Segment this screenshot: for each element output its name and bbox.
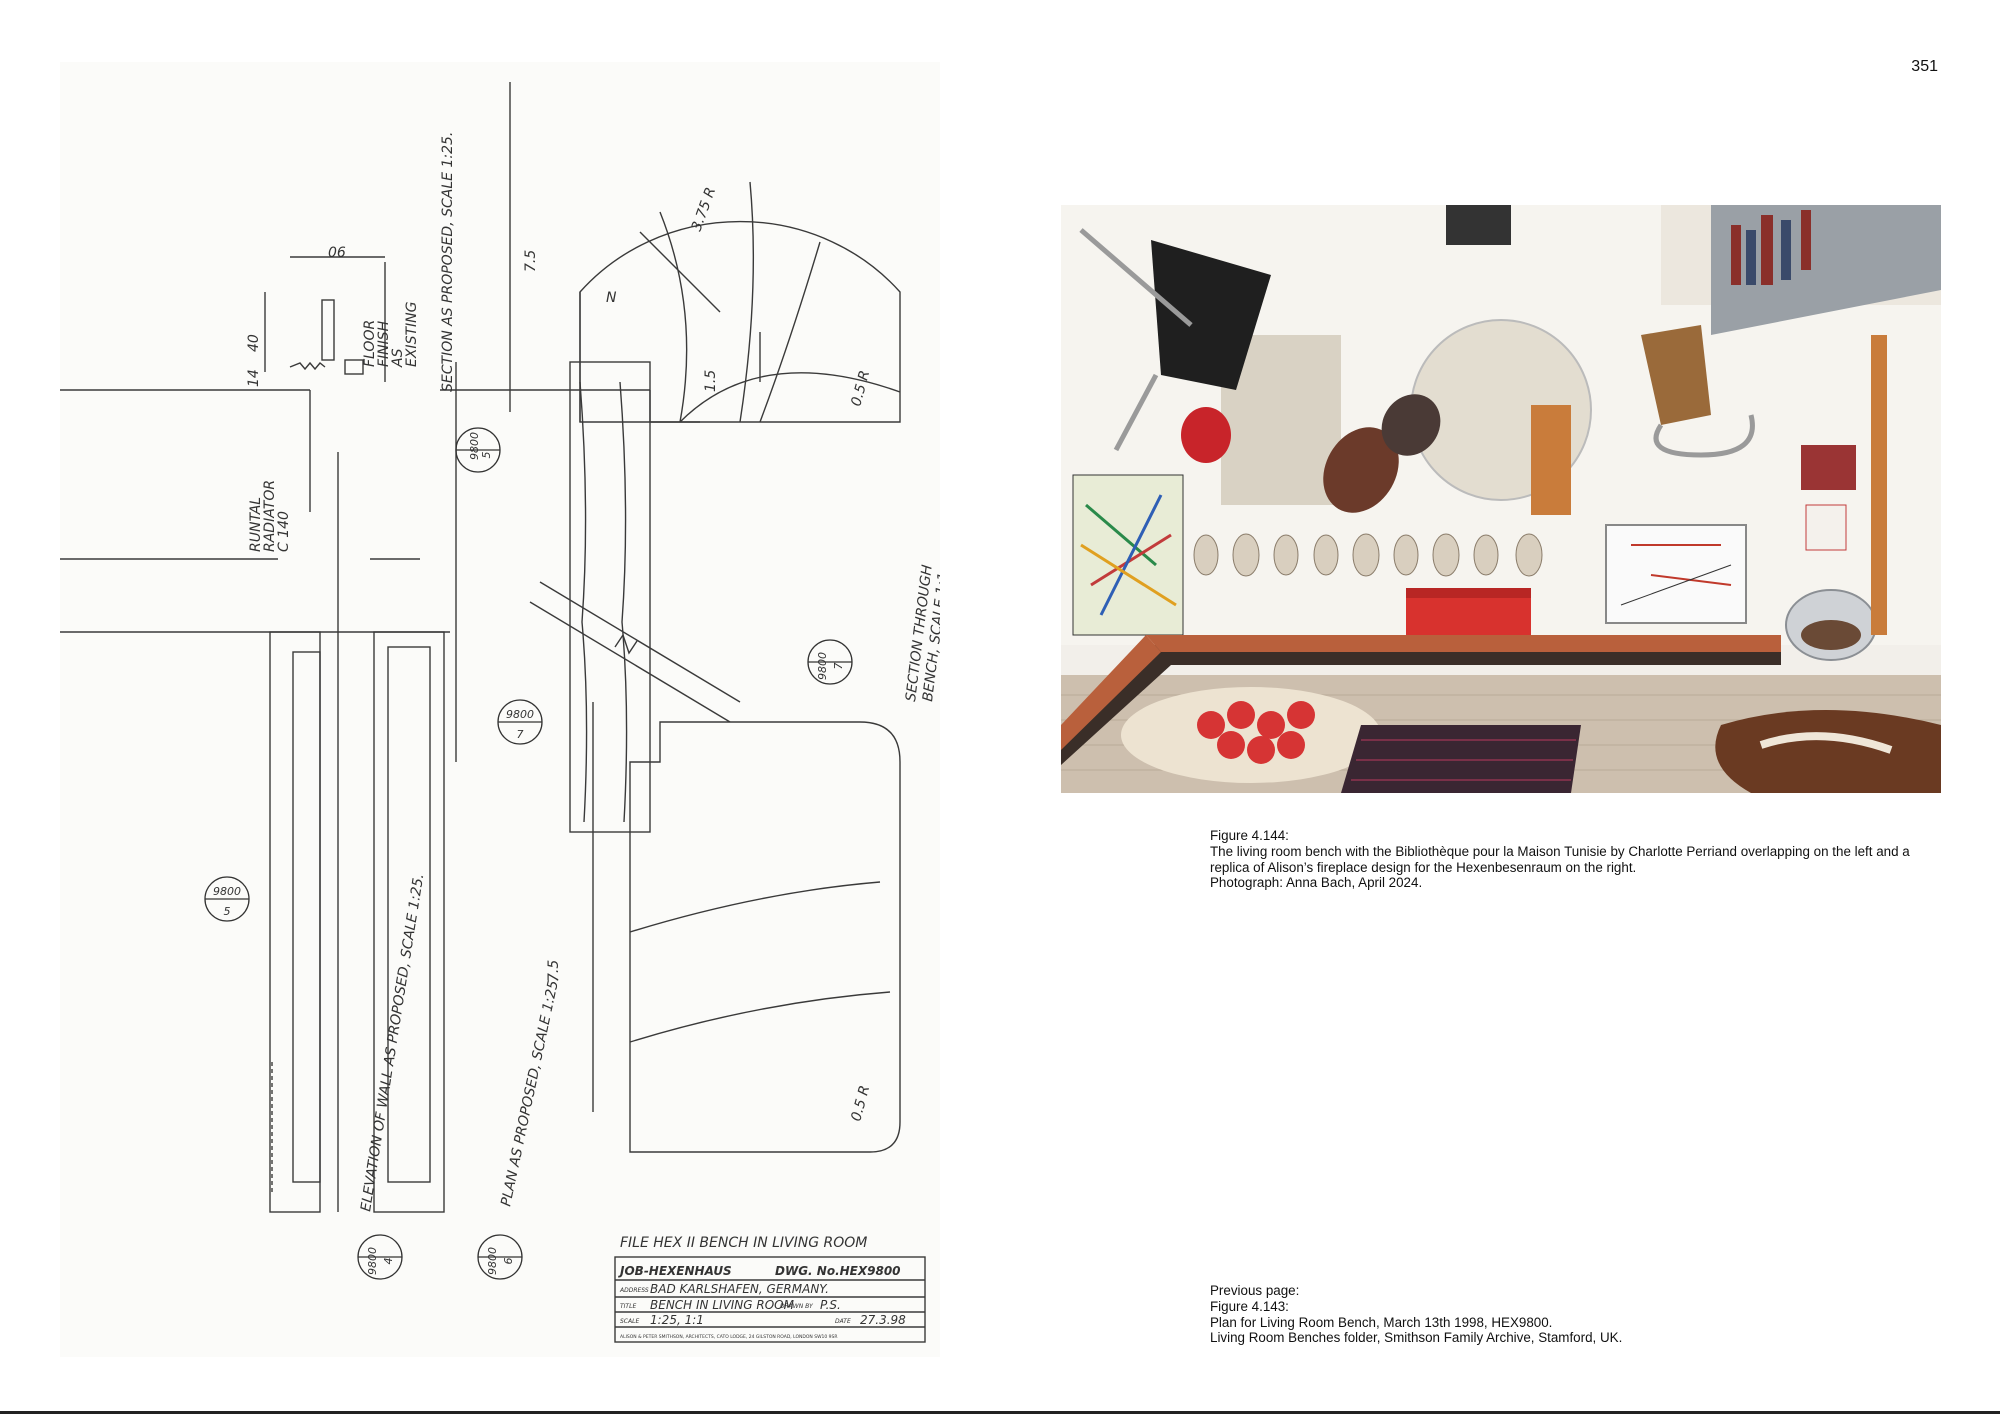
bubble-6-top: 9800 bbox=[486, 1247, 499, 1275]
dim-375r: 3.75 R bbox=[689, 185, 720, 233]
floor-finish-label-4: EXISTING bbox=[404, 301, 420, 367]
radiator-label-3: C 140 bbox=[276, 511, 292, 552]
title-block-dwg-no: DWG. No.HEX9800 bbox=[775, 1264, 901, 1278]
footer-rule bbox=[0, 1411, 2000, 1414]
figure-caption: Figure 4.144: The living room bench with… bbox=[1210, 828, 1942, 891]
left-page: 9800 5 9800 7 9800 7 9800 5 9800 4 9800 … bbox=[60, 62, 940, 1357]
dim-05r: 0.5 R bbox=[848, 369, 873, 408]
bubble-1-bottom: 5 bbox=[480, 452, 493, 459]
dim-14: 14 bbox=[246, 369, 262, 387]
title-block-scale: 1:25, 1:1 bbox=[650, 1313, 704, 1327]
plan-label: PLAN AS PROPOSED, SCALE 1:25. bbox=[498, 975, 562, 1208]
title-block-title-label: TITLE bbox=[620, 1303, 636, 1310]
dim-n: N bbox=[606, 290, 617, 306]
title-block-footer: ALISON & PETER SMITHSON, ARCHITECTS, CAT… bbox=[620, 1334, 838, 1340]
title-block-drawn-by: P.S. bbox=[820, 1298, 841, 1312]
floor-finish-label-3: AS bbox=[390, 348, 406, 368]
photo-credit: Photograph: Anna Bach, April 2024. bbox=[1210, 875, 1423, 891]
dim-15: 1.5 bbox=[703, 370, 719, 392]
bubble-5-bottom: 4 bbox=[382, 1258, 395, 1265]
bubble-2-bottom: 7 bbox=[832, 663, 845, 670]
title-block: JOB-HEXENHAUS DWG. No.HEX9800 ADDRESS BA… bbox=[618, 1264, 906, 1340]
dim-40: 40 bbox=[246, 334, 262, 352]
page-number: 351 bbox=[1911, 58, 1938, 75]
title-block-scale-label: SCALE bbox=[620, 1318, 639, 1325]
architectural-drawing: 9800 5 9800 7 9800 7 9800 5 9800 4 9800 … bbox=[60, 62, 940, 1357]
bubble-1-top: 9800 bbox=[468, 432, 481, 460]
dim-75: 7.5 bbox=[523, 250, 539, 272]
previous-figure-source: Living Room Benches folder, Smithson Fam… bbox=[1210, 1330, 1623, 1346]
previous-figure-number: Figure 4.143: bbox=[1210, 1298, 1289, 1314]
bubble-3-bottom: 7 bbox=[517, 728, 524, 741]
bubble-2-top: 9800 bbox=[816, 652, 829, 680]
bubble-6-bottom: 6 bbox=[502, 1258, 515, 1265]
elevation-label: ELEVATION OF WALL AS PROPOSED, SCALE 1:2… bbox=[358, 873, 427, 1213]
dim-75b: 7.5 bbox=[546, 960, 562, 982]
figure-description: The living room bench with the Bibliothè… bbox=[1210, 843, 1910, 875]
dim-06: 06 bbox=[328, 245, 346, 261]
drawing-svg: 9800 5 9800 7 9800 7 9800 5 9800 4 9800 … bbox=[60, 82, 940, 1343]
bubble-4-bottom: 5 bbox=[224, 905, 231, 918]
title-block-address: BAD KARLSHAFEN, GERMANY. bbox=[650, 1282, 829, 1296]
title-block-date-label: DATE bbox=[835, 1318, 851, 1325]
previous-figure-description: Plan for Living Room Bench, March 13th 1… bbox=[1210, 1314, 1553, 1330]
previous-page-label: Previous page: bbox=[1210, 1283, 1300, 1298]
dim-05r-b: 0.5 R bbox=[848, 1084, 873, 1123]
bubble-3-top: 9800 bbox=[506, 708, 534, 721]
right-page: 351 bbox=[1000, 0, 2000, 1415]
living-room-photo bbox=[1061, 205, 1941, 793]
floor-finish-label-2: FINISH bbox=[376, 320, 392, 367]
bubble-4-top: 9800 bbox=[213, 885, 241, 898]
title-block-date: 27.3.98 bbox=[860, 1313, 906, 1327]
title-block-job: JOB-HEXENHAUS bbox=[618, 1264, 732, 1278]
file-note: FILE HEX II BENCH IN LIVING ROOM bbox=[620, 1235, 867, 1251]
previous-figure-caption: Previous page: Figure 4.143: Plan for Li… bbox=[1210, 1283, 1942, 1346]
bubble-5-top: 9800 bbox=[366, 1247, 379, 1275]
title-block-drawn-by-label: DRAWN BY bbox=[780, 1303, 814, 1310]
photo-svg bbox=[1061, 205, 1941, 793]
section-scale-label: SECTION AS PROPOSED, SCALE 1:25. bbox=[440, 132, 456, 392]
radiator-label-2: RADIATOR bbox=[262, 480, 278, 552]
title-block-address-label: ADDRESS bbox=[619, 1287, 649, 1294]
figure-number: Figure 4.144: bbox=[1210, 828, 1289, 843]
floor-finish-label: FLOOR bbox=[362, 320, 378, 367]
title-block-title: BENCH IN LIVING ROOM bbox=[650, 1298, 795, 1312]
radiator-label-1: RUNTAL bbox=[248, 497, 264, 552]
